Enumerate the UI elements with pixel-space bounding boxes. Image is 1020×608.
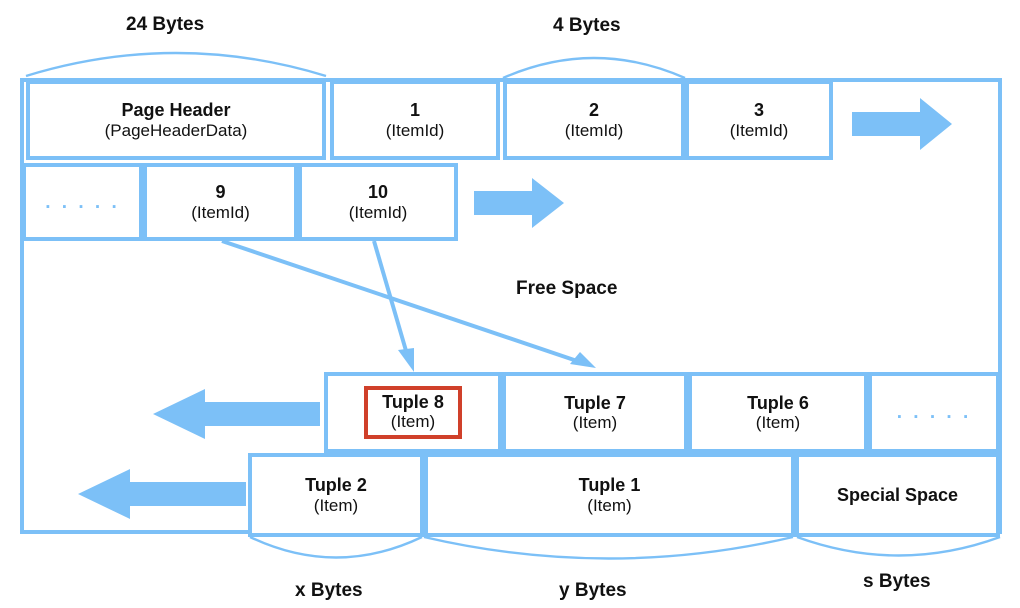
itemid-9-title: 9 <box>215 182 226 203</box>
itemid-9-subtitle: (ItemId) <box>191 202 250 222</box>
itemid-1-box[interactable]: 1 (ItemId) <box>330 80 500 160</box>
page-header-subtitle: (PageHeaderData) <box>104 120 248 140</box>
tuple-1-box[interactable]: Tuple 1 (Item) <box>424 453 795 537</box>
itemid-9-box[interactable]: 9 (ItemId) <box>143 163 298 241</box>
arrow-left-icon-row2 <box>78 469 246 519</box>
brace-arc-x-bytes <box>249 535 423 559</box>
label-4-bytes: 4 Bytes <box>553 15 621 36</box>
pointer-arrow-icon-10-to-tuple8 <box>372 240 414 372</box>
itemid-3-box[interactable]: 3 (ItemId) <box>685 80 833 160</box>
tuple-6-box[interactable]: Tuple 6 (Item) <box>688 372 868 453</box>
itemid-10-box[interactable]: 10 (ItemId) <box>298 163 458 241</box>
page-header-title: Page Header <box>121 100 231 121</box>
tuple-8-subtitle: (Item) <box>390 412 436 432</box>
tuple-1-title: Tuple 1 <box>578 475 641 496</box>
page-header-box[interactable]: Page Header (PageHeaderData) <box>26 80 326 160</box>
tuple-2-box[interactable]: Tuple 2 (Item) <box>248 453 424 537</box>
special-space-box[interactable]: Special Space <box>795 453 1000 537</box>
arrow-right-icon-row1 <box>852 98 952 150</box>
itemid-1-title: 1 <box>409 100 420 121</box>
tuple-8-box[interactable]: Tuple 8 (Item) <box>324 372 502 453</box>
arrow-right-icon-row2 <box>474 178 564 228</box>
itemid-ellipsis-dots: . . . . . <box>45 191 120 213</box>
brace-arc-24-bytes <box>25 51 327 78</box>
itemid-3-subtitle: (ItemId) <box>729 120 789 140</box>
tuple-ellipsis-dots: . . . . . <box>896 402 972 423</box>
tuple-2-title: Tuple 2 <box>305 475 367 496</box>
itemid-10-title: 10 <box>367 182 389 203</box>
tuple-8-highlight: Tuple 8 (Item) <box>364 385 462 440</box>
special-space-title: Special Space <box>836 484 959 505</box>
tuple-2-subtitle: (Item) <box>313 495 359 515</box>
itemid-1-subtitle: (ItemId) <box>385 120 445 140</box>
brace-arc-y-bytes <box>423 535 794 560</box>
tuple-1-subtitle: (Item) <box>587 495 632 515</box>
label-s-bytes: s Bytes <box>863 571 931 592</box>
itemid-10-subtitle: (ItemId) <box>348 202 408 222</box>
itemid-2-box[interactable]: 2 (ItemId) <box>503 80 685 160</box>
tuple-6-subtitle: (Item) <box>755 413 801 433</box>
pointer-arrow-icon-9-to-tuple7 <box>221 239 596 368</box>
tuple-7-box[interactable]: Tuple 7 (Item) <box>502 372 688 453</box>
itemid-2-subtitle: (ItemId) <box>564 120 624 140</box>
tuple-7-subtitle: (Item) <box>572 413 618 433</box>
label-y-bytes: y Bytes <box>559 580 627 601</box>
tuple-8-title: Tuple 8 <box>382 391 444 412</box>
label-x-bytes: x Bytes <box>295 580 363 601</box>
itemid-2-title: 2 <box>588 100 599 121</box>
brace-arc-s-bytes <box>796 535 1001 557</box>
tuple-6-title: Tuple 6 <box>747 392 809 413</box>
itemid-ellipsis-box[interactable]: . . . . . <box>22 163 143 241</box>
brace-arc-4-bytes <box>502 56 686 80</box>
tuple-7-title: Tuple 7 <box>564 392 626 413</box>
label-24-bytes: 24 Bytes <box>126 14 205 35</box>
tuple-ellipsis-box[interactable]: . . . . . <box>868 372 1000 453</box>
free-space-label: Free Space <box>516 278 618 299</box>
arrow-left-icon-row1 <box>153 389 320 439</box>
itemid-3-title: 3 <box>753 100 764 121</box>
